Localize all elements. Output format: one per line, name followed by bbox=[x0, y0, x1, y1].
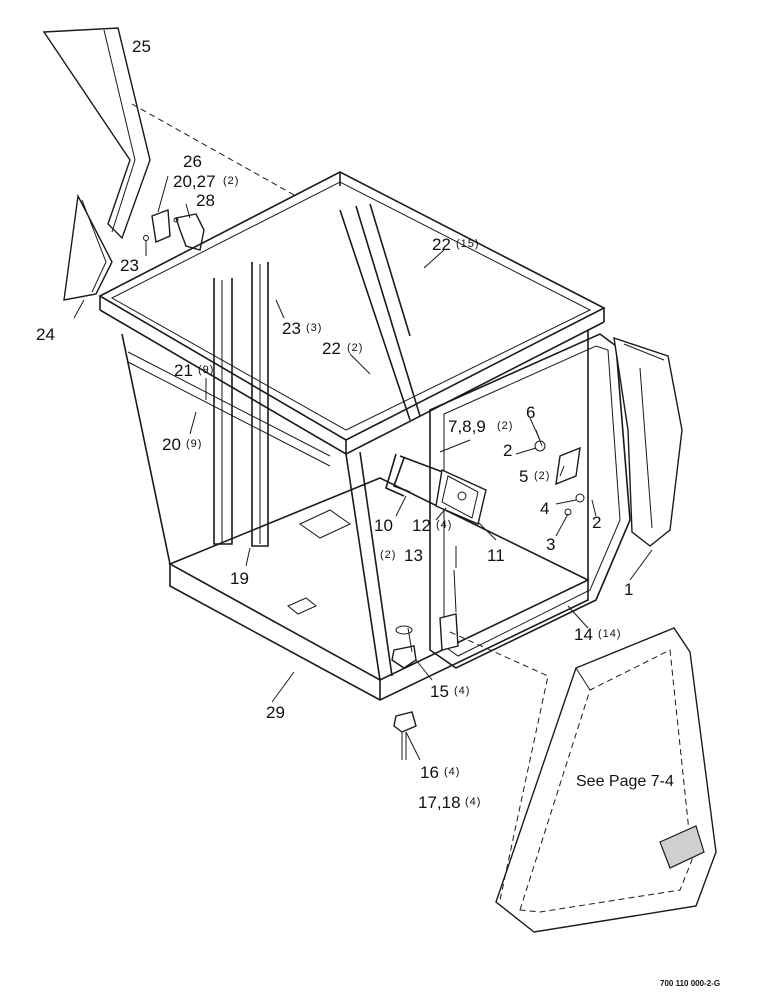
callout-16: 16 bbox=[420, 763, 439, 782]
callout-14: 14 bbox=[574, 625, 593, 644]
callout-21-9: 21 bbox=[174, 361, 193, 380]
callout-20-27-qty: (2) bbox=[223, 175, 239, 187]
callout-12-qty: (4) bbox=[436, 519, 452, 531]
callout-10: 10 bbox=[374, 516, 393, 535]
callout-19: 19 bbox=[230, 569, 249, 588]
callout-5: 5 bbox=[519, 467, 528, 486]
callout-25: 25 bbox=[132, 37, 151, 56]
callout-23-3: 23 bbox=[282, 319, 301, 338]
callout-11: 11 bbox=[487, 546, 505, 565]
callout-7-8-9: 7,8,9 bbox=[448, 417, 486, 436]
callout-24: 24 bbox=[36, 325, 55, 344]
callout-22-15-qty: (15) bbox=[456, 238, 480, 250]
side-panel-1 bbox=[613, 336, 683, 547]
see-page-note: See Page 7-4 bbox=[576, 773, 674, 790]
callout-23: 23 bbox=[120, 256, 139, 275]
callout-6: 6 bbox=[526, 403, 535, 422]
callout-1: 1 bbox=[624, 580, 633, 599]
roof-trim-panel-25 bbox=[42, 27, 151, 240]
callout-3: 3 bbox=[546, 535, 555, 554]
callout-2-lower: 2 bbox=[592, 513, 601, 532]
callout-labels: 25 26 20,27 (2) 28 23 24 22 (15) 23 (3) … bbox=[36, 37, 720, 988]
callout-15: 15 bbox=[430, 682, 449, 701]
bracket-parts-26-28 bbox=[143, 209, 205, 251]
corner-panel-24 bbox=[63, 193, 113, 301]
callout-20-27: 20,27 bbox=[173, 172, 216, 191]
figure-number: 700 110 000-2-G bbox=[660, 979, 720, 988]
callout-23-3-qty: (3) bbox=[306, 322, 322, 334]
callout-21-9-qty: (9) bbox=[198, 364, 214, 376]
callout-2-upper: 2 bbox=[503, 441, 512, 460]
callout-26: 26 bbox=[183, 152, 202, 171]
callout-7-8-9-qty: (2) bbox=[497, 420, 513, 432]
leader-lines bbox=[73, 175, 653, 761]
callout-13: 13 bbox=[404, 546, 423, 565]
callout-5-qty: (2) bbox=[534, 470, 550, 482]
callout-17-18-qty: (4) bbox=[465, 796, 481, 808]
cab-roof-frame bbox=[98, 171, 606, 467]
callout-14-qty: (14) bbox=[598, 628, 622, 640]
handle-and-mirror bbox=[385, 453, 487, 525]
callout-22-2: 22 bbox=[322, 339, 341, 358]
callout-29: 29 bbox=[266, 703, 285, 722]
callout-22-15: 22 bbox=[432, 235, 451, 254]
callout-17-18: 17,18 bbox=[418, 793, 461, 812]
callout-15-qty: (4) bbox=[454, 685, 470, 697]
callout-4: 4 bbox=[540, 499, 549, 518]
callout-28: 28 bbox=[196, 191, 215, 210]
callout-20-9-qty: (9) bbox=[186, 438, 202, 450]
callout-20-9: 20 bbox=[162, 435, 181, 454]
callout-13-qty: (2) bbox=[380, 549, 396, 561]
cab-posts bbox=[121, 203, 589, 681]
callout-22-2-qty: (2) bbox=[347, 342, 363, 354]
post-bracket-12-13 bbox=[439, 569, 459, 651]
cab-mounts bbox=[391, 625, 417, 760]
callout-16-qty: (4) bbox=[444, 766, 460, 778]
callout-12: 12 bbox=[412, 516, 431, 535]
cab-door-reference bbox=[449, 627, 717, 933]
